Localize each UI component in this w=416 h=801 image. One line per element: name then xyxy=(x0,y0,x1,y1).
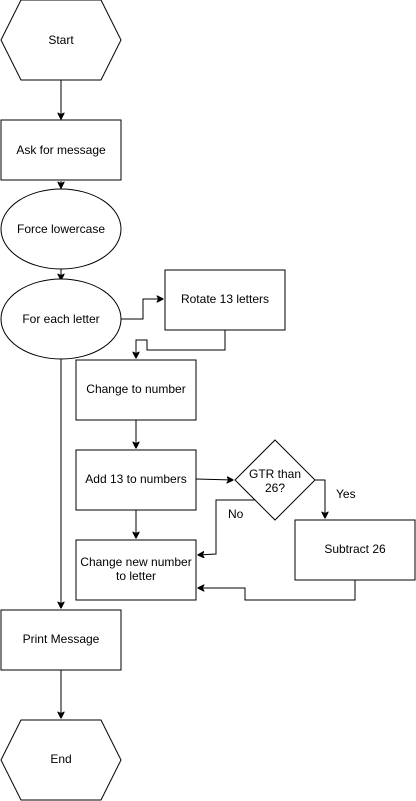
node-change-letter: Change new number to letter xyxy=(75,539,197,601)
rotate-label: Rotate 13 letters xyxy=(181,292,269,306)
node-start: Start xyxy=(0,0,122,81)
subtract-label: Subtract 26 xyxy=(324,542,386,556)
edge-add13-to-gtr xyxy=(195,479,233,480)
node-subtract: Subtract 26 xyxy=(294,519,416,581)
rotate-box xyxy=(164,269,286,331)
start-label: Start xyxy=(48,33,74,47)
ask-label: Ask for message xyxy=(16,143,106,157)
end-hexagon xyxy=(0,719,122,801)
add13-box xyxy=(75,449,197,511)
node-change-number: Change to number xyxy=(75,359,197,421)
print-box xyxy=(0,609,122,671)
change-letter-label-line2: to letter xyxy=(116,569,156,583)
force-ellipse xyxy=(0,188,122,270)
change-number-box xyxy=(75,359,197,421)
node-foreach: For each letter xyxy=(0,278,122,360)
edge-rotate-to-change-number xyxy=(136,330,226,358)
end-label: End xyxy=(50,752,71,766)
change-number-label: Change to number xyxy=(86,382,185,396)
node-ask: Ask for message xyxy=(0,119,122,181)
add13-label: Add 13 to numbers xyxy=(85,472,186,486)
start-hexagon xyxy=(0,0,122,81)
node-print: Print Message xyxy=(0,609,122,671)
subtract-box xyxy=(294,519,416,581)
gtr-label-line1: GTR than xyxy=(249,467,301,481)
change-letter-label-line1: Change new number xyxy=(80,555,191,569)
edge-label-yes: Yes xyxy=(336,487,356,501)
edge-gtr-yes-to-subtract xyxy=(315,479,325,518)
change-letter-box xyxy=(75,539,197,601)
foreach-ellipse xyxy=(0,278,122,360)
gtr-label-line2: 26? xyxy=(265,481,285,495)
node-add13: Add 13 to numbers xyxy=(75,449,197,511)
node-force: Force lowercase xyxy=(0,188,122,270)
foreach-label: For each letter xyxy=(22,312,99,326)
print-label: Print Message xyxy=(23,632,100,646)
gtr-diamond xyxy=(234,439,316,521)
node-rotate: Rotate 13 letters xyxy=(164,269,286,331)
edge-label-no: No xyxy=(228,507,244,521)
node-gtr-decision: GTR than 26? xyxy=(234,439,316,521)
edge-gtr-no-to-change-letter xyxy=(198,499,255,555)
force-label: Force lowercase xyxy=(17,222,105,236)
edge-foreach-to-rotate xyxy=(121,299,163,320)
edge-subtract-to-change-letter xyxy=(198,580,356,601)
node-end: End xyxy=(0,719,122,801)
ask-box xyxy=(0,119,122,181)
